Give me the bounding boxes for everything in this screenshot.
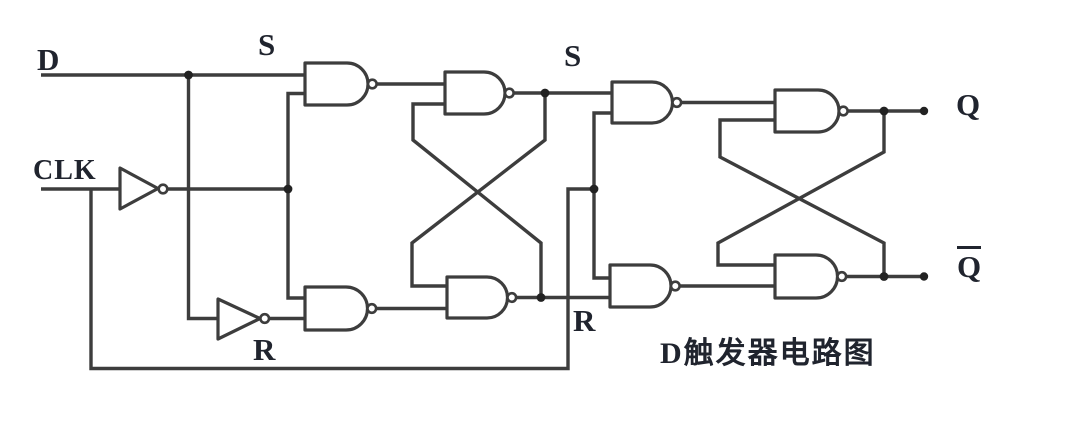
- r-node-label-second: R: [573, 303, 596, 338]
- nand-gate-7: [773, 88, 849, 134]
- junction-dot-s: [540, 88, 550, 98]
- nand-body: [608, 263, 673, 309]
- junction-dot-q: [879, 106, 889, 116]
- nand-body: [443, 70, 507, 116]
- nand-gate-3: [443, 70, 515, 116]
- nand-body: [773, 88, 841, 134]
- inversion-bubble: [503, 87, 515, 99]
- r-node-label-first: R: [253, 332, 276, 367]
- q-output-label: Q: [956, 87, 981, 122]
- s-node-label-second: S: [564, 38, 582, 73]
- nand-body: [773, 253, 840, 300]
- q-bar-output-label: Q: [957, 246, 982, 282]
- d-inverter: [216, 297, 271, 341]
- inversion-bubble: [506, 291, 518, 304]
- inverter-triangle: [118, 166, 160, 211]
- s-node-label-first: S: [258, 27, 276, 62]
- junction-dot-d: [184, 70, 193, 80]
- diagram-caption: D触发器电路图: [660, 337, 876, 370]
- inversion-bubble: [366, 302, 378, 315]
- junction-dot-clk-stage2: [589, 184, 599, 194]
- wire-latch2-cross-qbar-feedback: [718, 118, 886, 277]
- wire-clk-distribution-stage2: [592, 111, 612, 280]
- inversion-bubble: [837, 105, 849, 117]
- inversion-bubble: [836, 270, 848, 283]
- wires: [41, 73, 924, 371]
- wire-clk-bottom-rail: [89, 187, 594, 371]
- junction-dots: [184, 70, 929, 302]
- inversion-bubble: [669, 280, 681, 292]
- junction-dot-clk-inverted: [283, 184, 293, 194]
- inversion-bubble: [366, 78, 378, 90]
- inversion-bubble: [671, 96, 683, 109]
- wire-latch2-cross-q-feedback: [716, 111, 886, 267]
- nand-body: [610, 80, 675, 125]
- terminal-dot-qbar: [919, 272, 929, 281]
- clk-input-label: CLK: [33, 155, 97, 186]
- nand-gate-6: [608, 263, 681, 309]
- q-bar-overline-text: Q: [957, 246, 982, 282]
- nand-body: [303, 61, 370, 107]
- inversion-bubble: [259, 312, 271, 325]
- terminal-dot-q: [919, 106, 929, 116]
- nand-gate-2: [303, 285, 378, 332]
- wire-d-branch-to-inverter: [186, 75, 218, 321]
- junction-dot-qbar: [879, 272, 889, 281]
- nand-gate-4: [445, 275, 518, 320]
- d-input-label: D: [37, 42, 60, 77]
- junction-dot-r: [536, 293, 546, 302]
- wire-clk-inverted-branch: [286, 91, 305, 300]
- nand-body: [445, 275, 510, 320]
- nand-body: [303, 285, 370, 332]
- nand-gate-1: [303, 61, 378, 107]
- wire-latch1-cross-b: [411, 102, 543, 298]
- wire-latch1-cross-a: [410, 93, 547, 288]
- nand-gate-5: [610, 80, 683, 125]
- inverter-triangle: [216, 297, 262, 341]
- clk-inverter: [118, 166, 169, 211]
- nand-gate-8: [773, 253, 848, 300]
- inversion-bubble: [157, 183, 169, 195]
